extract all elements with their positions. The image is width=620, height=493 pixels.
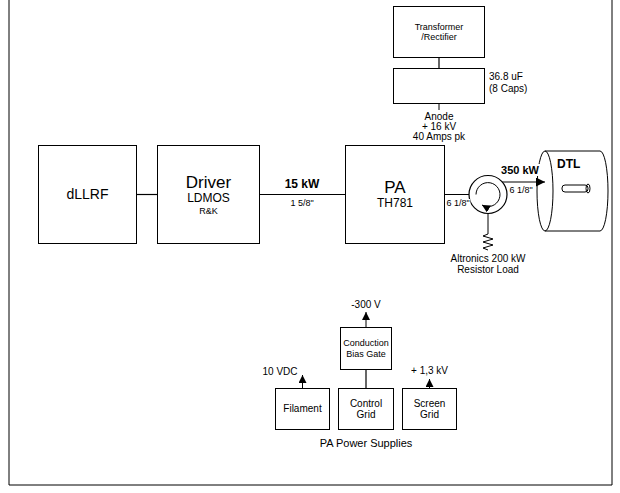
dtl-tank: DTL [545,152,600,230]
resistor-symbol [483,214,493,251]
supply-box: Screen Grid [402,388,457,430]
supply-box: Control Grid [338,388,394,430]
power-label: 15 kW [284,178,321,191]
box-label: R&K [199,206,218,216]
supply-box: Conduction Bias Gate [340,327,392,370]
box-label: Conduction Bias Gate [343,338,389,359]
rf-connector [137,194,157,195]
annotation: + 1,3 kV [410,365,449,376]
annotation: PA Power Supplies [319,437,414,449]
box-label: LDMOS [187,192,230,206]
box-label: 36.8 uF (8 Caps) [489,71,533,94]
annotation: 6 1/8" [445,199,470,209]
rf-connector [365,370,366,388]
annotation: Resistor Load [456,264,520,275]
power-label: 350 kW [500,164,540,176]
rf-connector [438,58,439,68]
capacitor-bank-box: 36.8 uF (8 Caps) [393,68,485,104]
box-label: Driver [186,173,231,193]
anode-lead [439,104,440,110]
bias-output-arrow [366,312,367,327]
box-label: TH781 [377,197,413,211]
dtl-cylinder [537,151,608,231]
filament-output-arrow [302,375,303,388]
annotation: 10 VDC [261,366,298,377]
box-label: Screen Grid [405,398,454,421]
annotation: 1 5/8" [289,199,314,209]
supply-box: Filament [275,388,330,430]
box-label: dLLRF [66,186,108,202]
box-label: DTL [557,158,580,172]
page-frame [9,0,612,485]
annotation: 6 1/8" [508,186,533,196]
screen-output-arrow [429,379,430,388]
rf-connector [260,194,345,195]
box-label: Control Grid [341,398,391,421]
annotation: Altronics 200 kW [449,253,526,264]
box-label: Transformer /Rectifier [396,22,482,43]
supply-box: Transformer /Rectifier [393,6,485,58]
process-box: DriverLDMOSR&K [157,145,260,244]
annotation: -300 V [350,299,381,310]
box-label: PA [384,178,405,198]
circulator-symbol [469,176,507,214]
box-label: Filament [283,403,321,415]
process-box: dLLRF [38,145,137,244]
process-box: PATH781 [345,145,445,244]
annotation: 40 Amps pk [412,131,466,142]
